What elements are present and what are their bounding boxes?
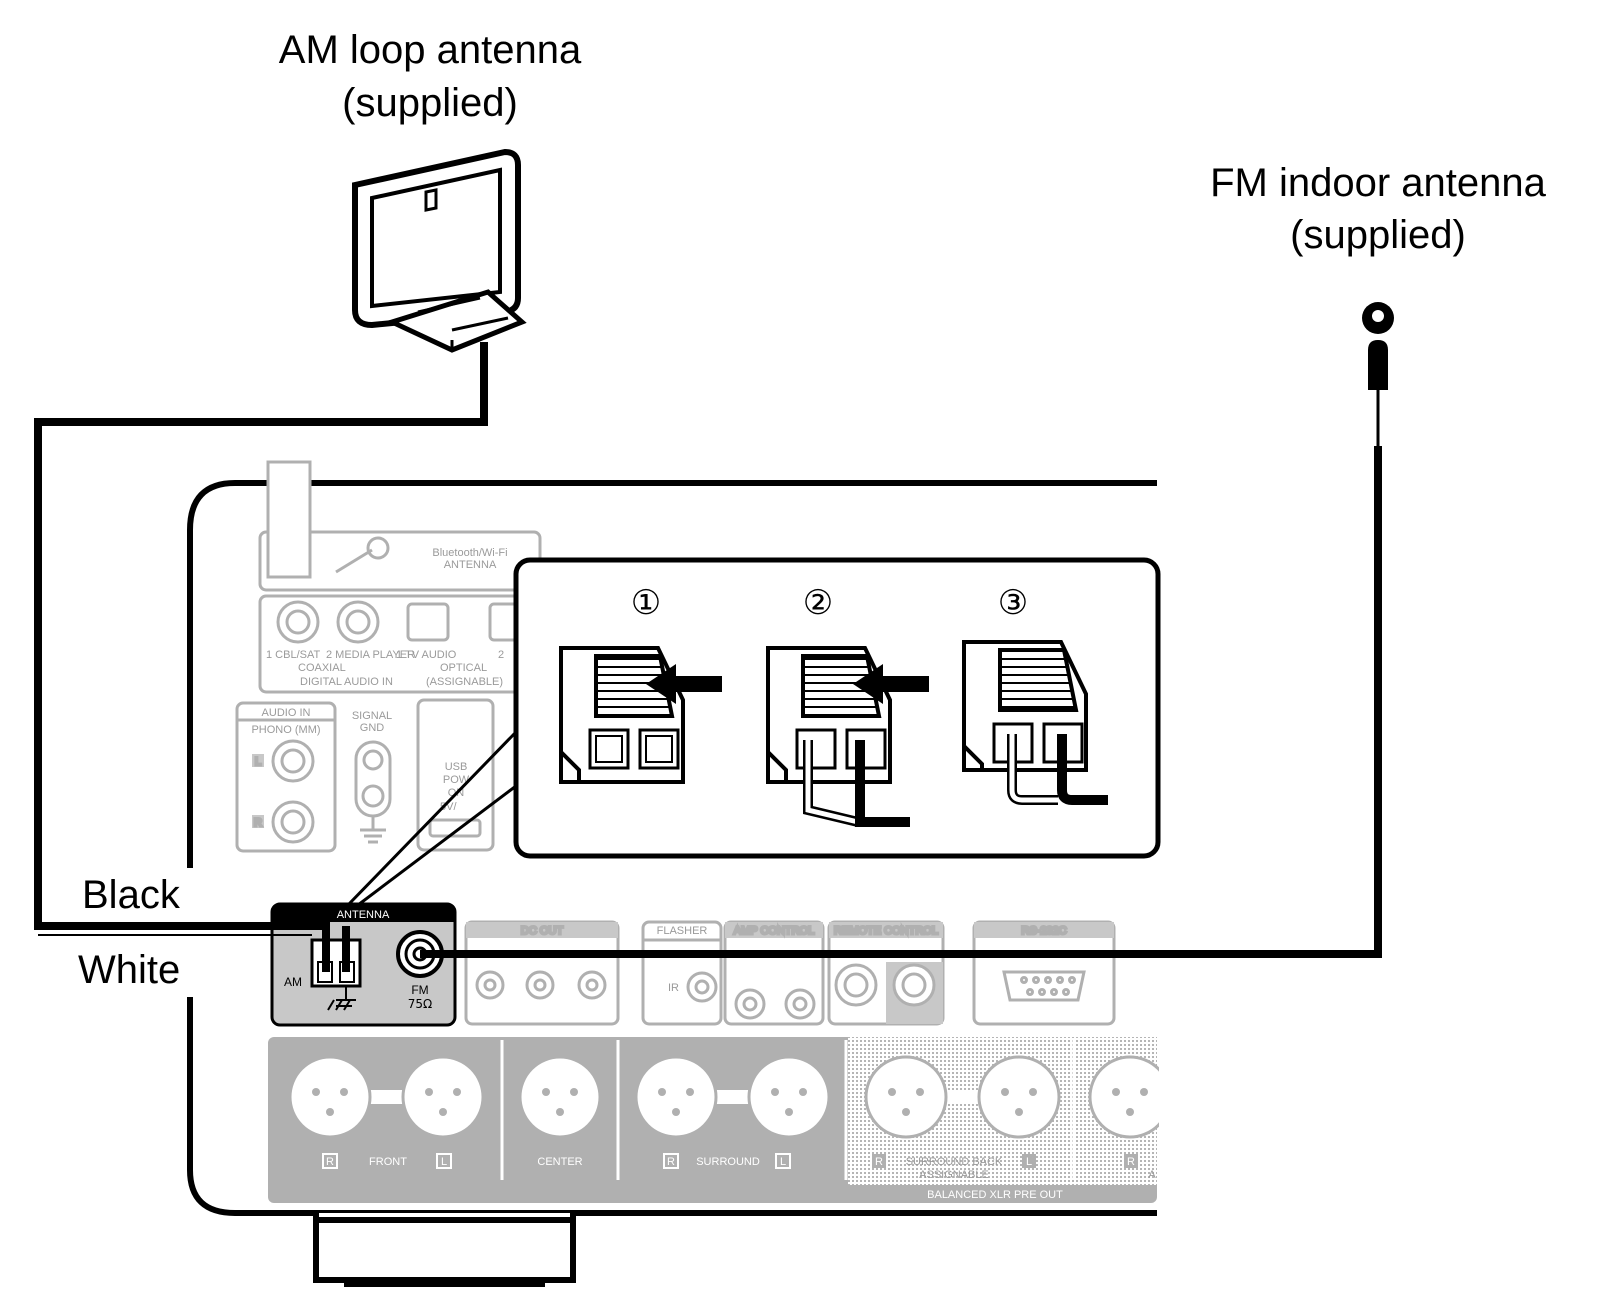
dc-out-jack-1: [475, 970, 505, 1000]
surround-back-label: SURROUND BACK: [906, 1156, 1003, 1168]
xlr-surround-back-r: [864, 1055, 948, 1139]
gnd-label: GND: [360, 722, 385, 734]
coaxial-1-jack: [276, 600, 320, 644]
rs232c-label: RS-232C: [1021, 925, 1066, 937]
am-terminal-label: AM: [284, 975, 302, 989]
surround-r-label: R: [667, 1156, 675, 1168]
am-loop-antenna: [352, 148, 527, 353]
cut-edge-mask: [1159, 470, 1612, 1230]
fm-antenna-cable: [420, 340, 1388, 958]
center-label: CENTER: [537, 1156, 582, 1168]
rs232c-port: [1002, 970, 1086, 1002]
front-r-label: R: [326, 1156, 334, 1168]
phono-r-label: R: [254, 817, 262, 829]
step-1-arrow-icon: [646, 664, 722, 704]
usb-port-box: [416, 698, 495, 852]
xlr-cut-off: [1088, 1055, 1172, 1139]
balanced-xlr-label: BALANCED XLR PRE OUT: [927, 1189, 1063, 1201]
xlr-surround-l: [747, 1055, 831, 1139]
step-1-number: ①: [631, 583, 661, 623]
dc-out-jack-3: [577, 970, 607, 1000]
ir-label: IR: [668, 982, 679, 994]
fm-impedance-label: 75Ω: [408, 997, 432, 1011]
bt-wifi-label: Bluetooth/Wi-Fi: [432, 547, 507, 559]
coaxial-1-label: 1 CBL/SAT: [266, 649, 320, 661]
phono-label: PHONO (MM): [251, 724, 320, 736]
digital-assignable-label: (ASSIGNABLE): [426, 676, 503, 688]
am-antenna-label: AM loop antenna: [279, 28, 582, 72]
optical-1-jack: [406, 602, 450, 642]
black-wire-label: Black: [82, 873, 181, 917]
xlr-front-l: [401, 1055, 485, 1139]
amp-control-jack-2: [784, 988, 816, 1020]
coaxial-2-label: 2 MEDIA PLAYER: [326, 649, 415, 661]
phono-l-label: L: [255, 756, 261, 768]
surround-back-r-label: R: [875, 1156, 883, 1168]
receiver-body: [187, 480, 1157, 1287]
terminal-steps-callout: ① ② ③: [513, 557, 1161, 859]
antenna-block-title: ANTENNA: [337, 909, 390, 921]
coaxial-label: COAXIAL: [298, 662, 346, 674]
bt-wifi-antenna-label: ANTENNA: [444, 559, 497, 571]
flasher-box: [641, 920, 723, 1026]
digital-audio-in-label: DIGITAL AUDIO IN: [300, 676, 393, 688]
surround-back-assignable-label: ASSIGNABLE: [919, 1169, 989, 1181]
antenna-terminal-block: ANTENNA AM FM 75Ω: [270, 902, 457, 1027]
cut-a-label: A: [1148, 1169, 1156, 1181]
audio-in-label: AUDIO IN: [262, 707, 311, 719]
usb-label: USB: [445, 761, 468, 773]
amp-control-label: AMP CONTROL: [734, 925, 814, 937]
phono-r-jack: [271, 800, 315, 844]
xlr-pre-out-strip: R FRONT L CENTER R SURROUND L R SURROUND…: [268, 1037, 1172, 1203]
bt-wifi-antenna-rod: [266, 460, 312, 579]
signal-label: SIGNAL: [352, 710, 392, 722]
step-3-terminal: [962, 640, 1108, 805]
phono-input-box: [235, 701, 337, 853]
rear-panel: Bluetooth/Wi-Fi ANTENNA 1 CBL/SAT 2 MEDI…: [235, 460, 1116, 1026]
amp-control-jack-1: [734, 988, 766, 1020]
coaxial-2-jack: [336, 600, 380, 644]
xlr-center: [518, 1055, 602, 1139]
flasher-ir-jack: [686, 971, 718, 1003]
white-wire-label: White: [78, 948, 180, 992]
front-l-label: L: [441, 1156, 447, 1168]
bt-wifi-jack-icon: [366, 536, 390, 560]
fm-terminal-label: FM: [411, 983, 428, 997]
optical-1-label: 1 TV AUDIO: [396, 649, 457, 661]
optical-2-label: 2: [498, 649, 504, 661]
step-3-number: ③: [998, 583, 1028, 623]
front-label: FRONT: [369, 1156, 407, 1168]
surround-back-l-label: L: [1026, 1156, 1032, 1168]
remote-control-label: REMOTE CONTROL: [834, 925, 938, 937]
fm-antenna-label: FM indoor antenna: [1210, 161, 1547, 205]
usb-power-label: POW: [443, 774, 470, 786]
am-antenna-supplied-label: (supplied): [342, 81, 518, 125]
am-antenna-cable: [34, 342, 488, 972]
step-2-terminal: [766, 646, 929, 827]
fm-antenna-supplied-label: (supplied): [1290, 213, 1466, 257]
zoom-callout-lines: [346, 730, 518, 907]
surround-l-label: L: [780, 1156, 786, 1168]
dc-out-label: DC OUT: [521, 925, 563, 937]
optical-label: OPTICAL: [440, 662, 487, 674]
phono-l-jack: [271, 739, 315, 783]
fm-antenna-connector-icon: [1362, 302, 1394, 334]
xlr-surround-back-l: [977, 1055, 1061, 1139]
step-2-number: ②: [803, 583, 833, 623]
remote-out-jack: [892, 963, 936, 1007]
xlr-front-r: [288, 1055, 372, 1139]
step-2-arrow-icon: [853, 664, 929, 704]
surround-label: SURROUND: [696, 1156, 760, 1168]
cut-r-label: R: [1127, 1156, 1135, 1168]
xlr-surround-r: [634, 1055, 718, 1139]
flasher-label: FLASHER: [657, 925, 708, 937]
step-1-terminal: [559, 646, 722, 784]
dc-out-jack-2: [525, 970, 555, 1000]
remote-in-jack: [834, 963, 878, 1007]
